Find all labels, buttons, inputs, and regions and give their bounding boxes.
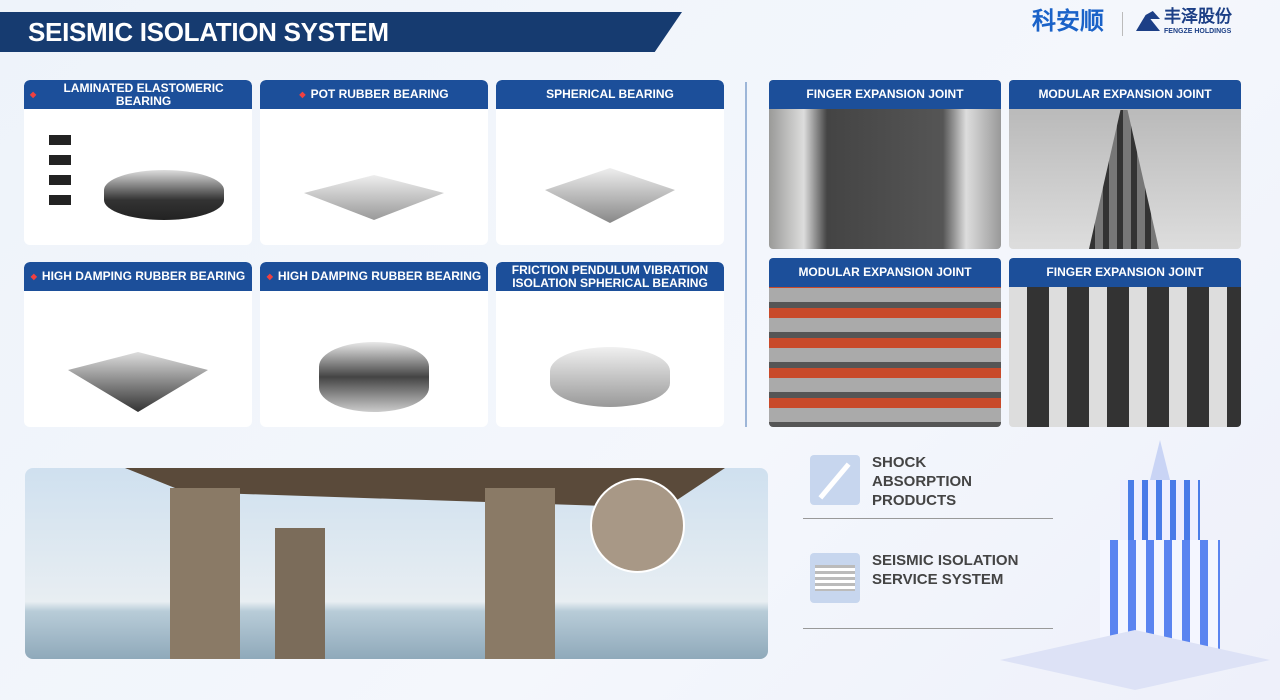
joint-photo[interactable]: MODULAR EXPANSION JOINT: [769, 258, 1001, 427]
feature-shock-absorption[interactable]: SHOCK ABSORPTION PRODUCTS: [872, 454, 973, 509]
diamond-icon: ◆: [266, 272, 273, 281]
diamond-icon: ◆: [30, 272, 37, 281]
wave-logo-icon: [1136, 11, 1160, 31]
joint-photo[interactable]: FINGER EXPANSION JOINT: [769, 80, 1001, 249]
logo-divider: [1122, 12, 1123, 36]
bearing-illustration: [304, 175, 444, 220]
page-title: SEISMIC ISOLATION SYSTEM: [28, 17, 389, 47]
title-banner: SEISMIC ISOLATION SYSTEM: [0, 12, 682, 52]
divider: [745, 82, 747, 427]
bearing-card[interactable]: ◆LAMINATED ELASTOMERIC BEARING: [24, 80, 252, 245]
damper-icon: [810, 455, 860, 505]
detail-zoom-circle: [590, 478, 685, 573]
bearing-card[interactable]: FRICTION PENDULUM VIBRATION ISOLATION SP…: [496, 262, 724, 427]
bearing-card[interactable]: ◆HIGH DAMPING RUBBER BEARING: [260, 262, 488, 427]
joint-label: FINGER EXPANSION JOINT: [769, 80, 1001, 109]
bridge-photo: [25, 468, 768, 659]
logo-kas: 科安顺: [1032, 8, 1104, 35]
building-base: [1000, 630, 1270, 690]
joint-label: FINGER EXPANSION JOINT: [1009, 258, 1241, 287]
joint-photo[interactable]: FINGER EXPANSION JOINT: [1009, 258, 1241, 427]
bearing-illustration: [550, 347, 670, 407]
bearing-illustration: [68, 352, 208, 412]
bearing-parts-illustration: [49, 135, 71, 215]
bearing-card[interactable]: ◆HIGH DAMPING RUBBER BEARING: [24, 262, 252, 427]
divider: [803, 628, 1053, 629]
joint-photo[interactable]: MODULAR EXPANSION JOINT: [1009, 80, 1241, 249]
diamond-icon: ◆: [299, 90, 306, 99]
bearing-card[interactable]: ◆POT RUBBER BEARING: [260, 80, 488, 245]
diamond-icon: ◆: [30, 90, 37, 99]
isolator-icon: [810, 553, 860, 603]
bearing-illustration: [319, 342, 429, 412]
divider: [803, 518, 1053, 519]
joint-label: MODULAR EXPANSION JOINT: [769, 258, 1001, 287]
bearing-illustration: [104, 170, 224, 220]
joint-label: MODULAR EXPANSION JOINT: [1009, 80, 1241, 109]
bearing-card[interactable]: SPHERICAL BEARING: [496, 80, 724, 245]
logo-fengze-en: FENGZE HOLDINGS: [1164, 28, 1232, 35]
logo-fengze-cn: 丰泽股份: [1164, 7, 1232, 26]
feature-seismic-isolation[interactable]: SEISMIC ISOLATION SERVICE SYSTEM: [872, 552, 1019, 588]
bearing-illustration: [545, 168, 675, 223]
joint-rails: [1089, 110, 1159, 249]
